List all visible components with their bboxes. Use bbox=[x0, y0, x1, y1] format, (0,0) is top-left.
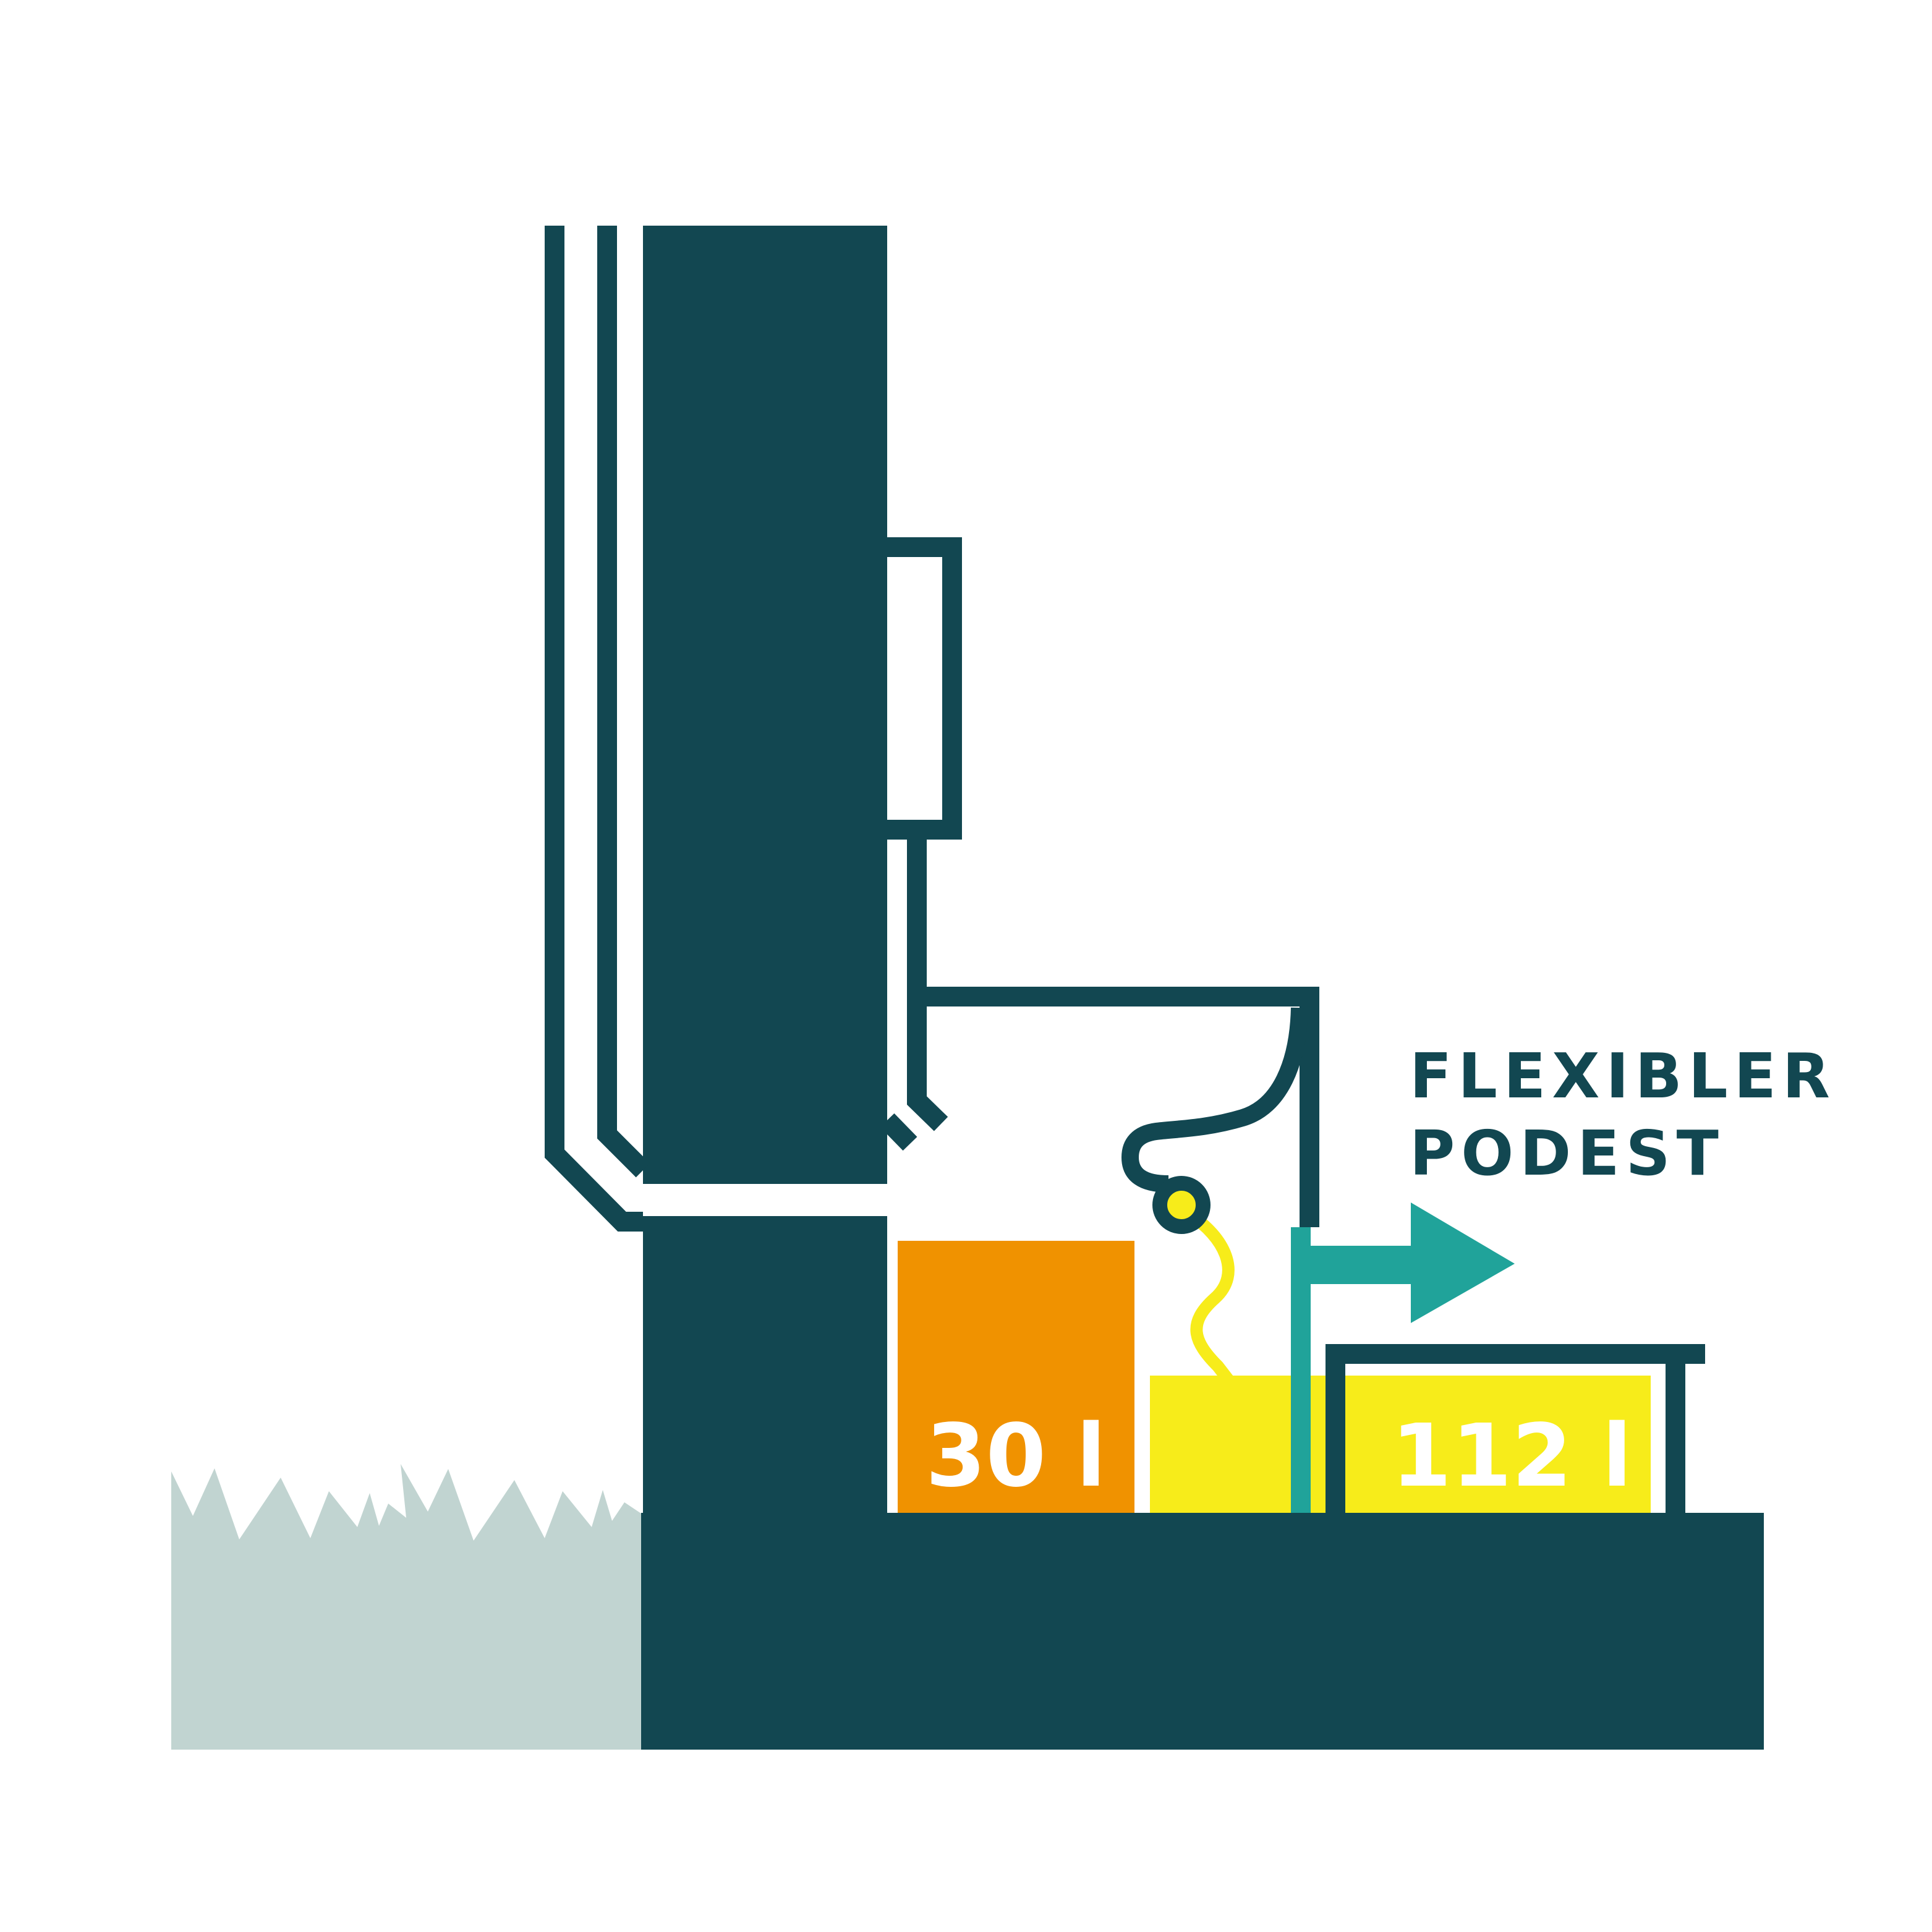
downpipe bbox=[907, 840, 948, 1131]
arrow-right-icon bbox=[1411, 1202, 1515, 1323]
hose-icon bbox=[1186, 1209, 1235, 1387]
podest-frame bbox=[1326, 1344, 1705, 1513]
gutter bbox=[917, 987, 1319, 1227]
wall-upper bbox=[643, 226, 887, 1184]
outlet-box bbox=[887, 537, 962, 840]
heading-line2: PODEST bbox=[1410, 1117, 1725, 1189]
arrow-shaft bbox=[1309, 1246, 1413, 1284]
container-30l bbox=[898, 1241, 1134, 1513]
gutter-curve bbox=[1121, 1007, 1308, 1193]
ground-base bbox=[641, 1513, 1764, 1750]
heading-line1: FLEXIBLER bbox=[1410, 1040, 1836, 1112]
pipe-outer bbox=[545, 226, 643, 1232]
wall-lower bbox=[643, 1216, 887, 1519]
hose-valve bbox=[1152, 1176, 1211, 1234]
label-112l: 112 l bbox=[1392, 1406, 1632, 1507]
pipe-stub bbox=[880, 1113, 917, 1151]
label-30l: 30 l bbox=[926, 1406, 1106, 1507]
arrow-shaft-vertical bbox=[1291, 1227, 1311, 1513]
grass-icon bbox=[171, 1464, 643, 1750]
pipe-inner bbox=[597, 226, 650, 1178]
container-112l bbox=[1150, 1376, 1651, 1513]
